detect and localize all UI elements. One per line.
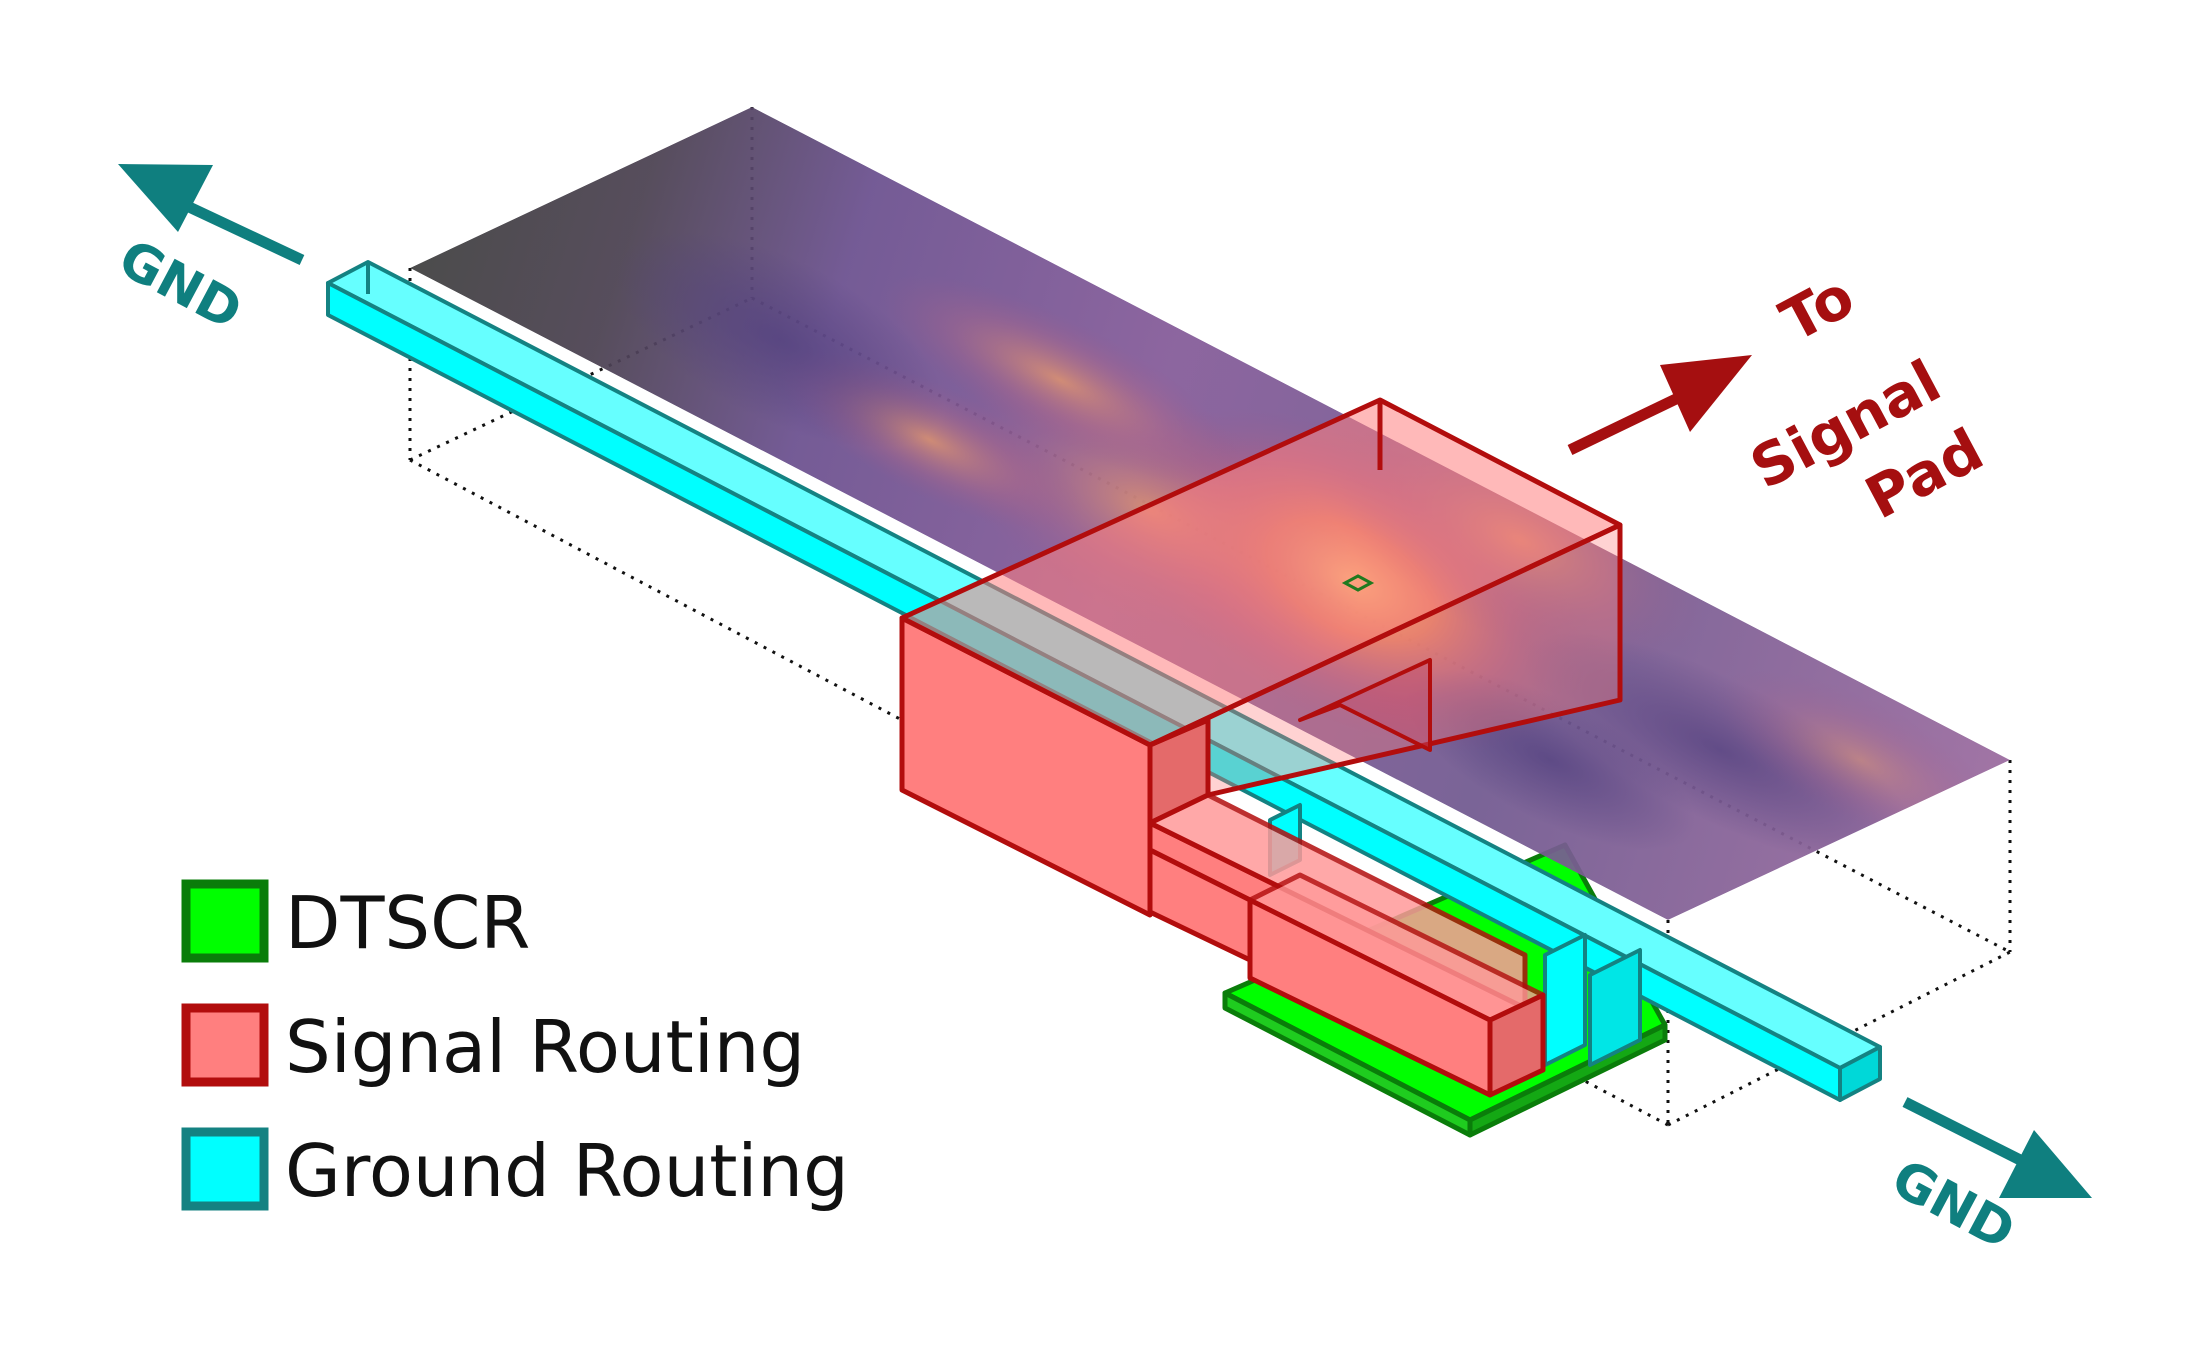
legend-label-signal-routing: Signal Routing — [285, 1005, 805, 1089]
gnd-left-arrow — [118, 164, 305, 265]
legend-item-ground-routing: Ground Routing — [181, 1127, 849, 1213]
gnd-left-label: GND — [109, 229, 251, 343]
via-marker — [1341, 574, 1375, 592]
signal-pad-label: To Signal Pad — [1740, 262, 1994, 533]
legend-swatch-dtscr — [181, 879, 269, 963]
legend-swatch-ground-routing — [181, 1127, 269, 1211]
signal-routing-block — [899, 397, 1623, 1098]
gnd-right-arrow — [1902, 1097, 2092, 1198]
legend-item-dtscr: DTSCR — [181, 879, 530, 965]
legend-label-dtscr: DTSCR — [285, 881, 530, 965]
signal-pad-arrow — [1567, 355, 1752, 455]
legend: DTSCR Signal Routing Ground Routing — [181, 879, 849, 1213]
legend-swatch-signal-routing — [181, 1003, 269, 1087]
legend-label-ground-routing: Ground Routing — [285, 1129, 849, 1213]
signal-label-line1: To — [1770, 262, 1865, 356]
gnd-right-label: GND — [1882, 1149, 2024, 1263]
legend-item-signal-routing: Signal Routing — [181, 1003, 805, 1089]
